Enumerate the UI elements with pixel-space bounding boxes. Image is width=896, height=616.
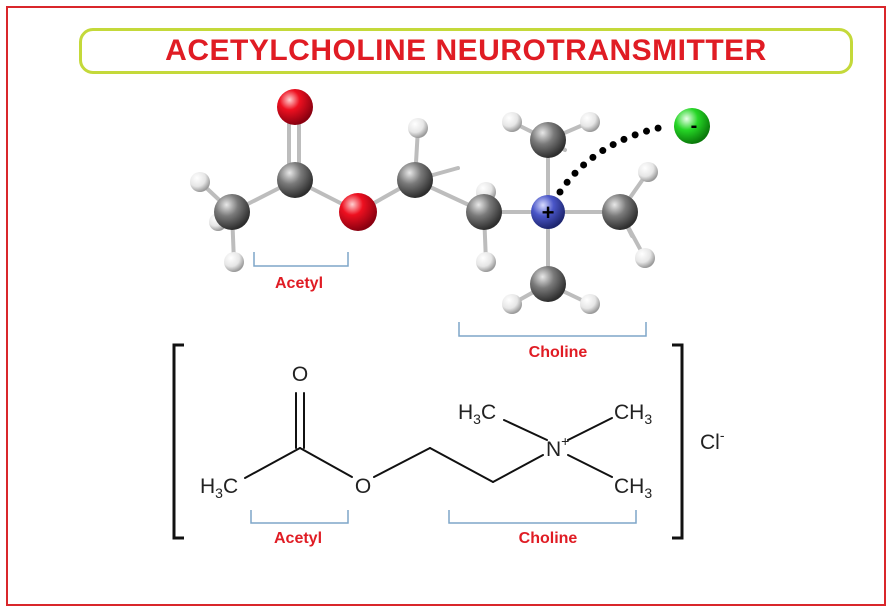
- acetyl-label-2d: Acetyl: [274, 530, 322, 547]
- acetyl-bracket-3d: [253, 252, 349, 267]
- skeletal-bonds: [244, 392, 613, 483]
- diagram-frame: [6, 6, 886, 606]
- choline-bracket-2d: [448, 510, 637, 524]
- oxygen-atom-carbonyl: [277, 89, 313, 125]
- choline-label-2d: Choline: [519, 530, 578, 547]
- methyl-group-right-top: CH3: [614, 401, 652, 427]
- nitrogen-atom: [531, 195, 565, 229]
- carbon-atoms: [214, 122, 638, 302]
- page-title: ACETYLCHOLINE NEUROTRANSMITTER: [165, 34, 767, 67]
- choline-label-3d: Choline: [529, 344, 588, 361]
- acetyl-bracket-2d: [250, 510, 349, 524]
- quaternary-nitrogen: N+: [546, 433, 569, 461]
- chloride-charge: -: [691, 115, 698, 137]
- ester-oxygen: O: [355, 475, 371, 498]
- methyl-group-top-left: H3C: [458, 401, 496, 427]
- choline-bracket-3d: [458, 322, 647, 337]
- square-brackets: [172, 343, 684, 540]
- bonds-3d: [198, 108, 650, 306]
- title-banner: ACETYLCHOLINE NEUROTRANSMITTER: [79, 28, 853, 74]
- oxygen-atom-ester: [339, 193, 377, 231]
- carbonyl-oxygen: O: [292, 363, 308, 386]
- chloride-ion: [674, 108, 710, 144]
- methyl-group-left: H3C: [200, 475, 238, 501]
- ionic-interaction-dots: [556, 122, 672, 196]
- nitrogen-charge: +: [542, 200, 555, 225]
- methyl-group-right-bottom: CH3: [614, 475, 652, 501]
- acetyl-label-3d: Acetyl: [275, 275, 323, 292]
- chloride-counterion: Cl-: [700, 427, 725, 454]
